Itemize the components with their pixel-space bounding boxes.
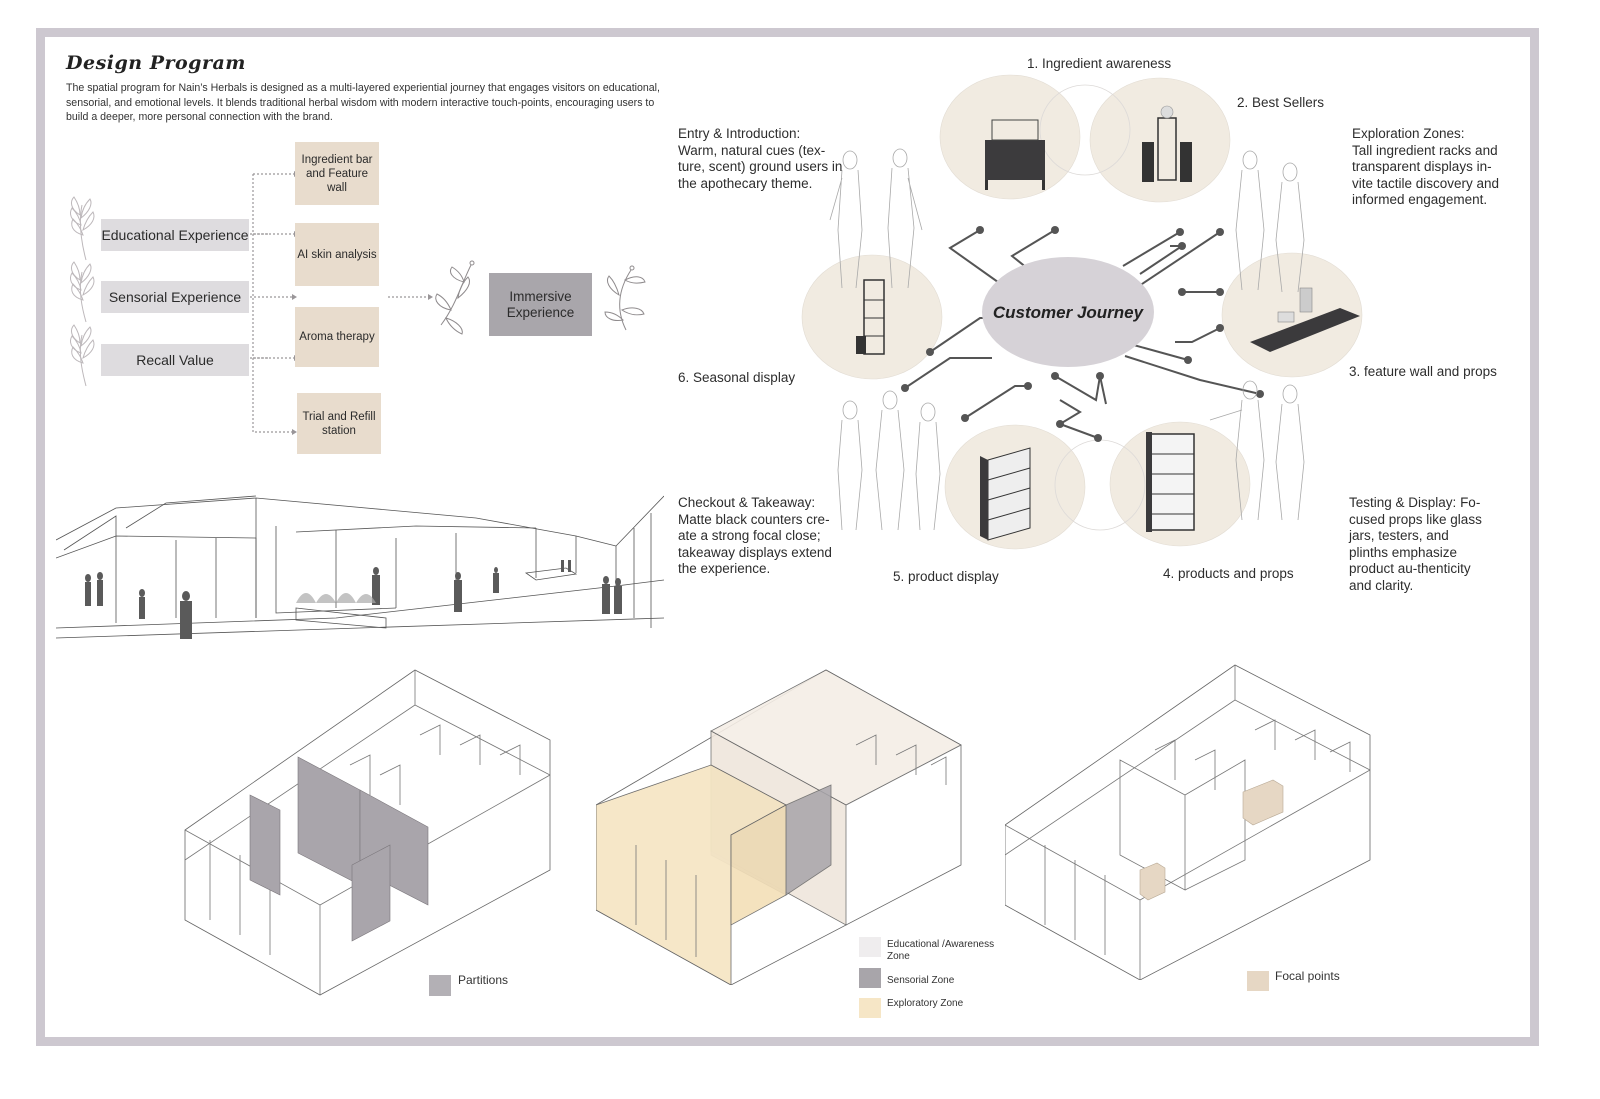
partition-panel bbox=[351, 844, 391, 942]
ingredient-counter-illustration bbox=[985, 119, 1045, 190]
station-label-1: 1. Ingredient awareness bbox=[1027, 56, 1172, 71]
customer-journey-center bbox=[982, 257, 1154, 367]
note-title: Exploration Zones: bbox=[1352, 126, 1465, 141]
note-body: Tall ingredient racks and transparent di… bbox=[1352, 142, 1500, 208]
experience-sensorial: Sensorial Experience bbox=[101, 281, 249, 313]
station-label-6: 6. Seasonal display bbox=[678, 370, 796, 385]
leaf-sprig-icon bbox=[70, 261, 95, 323]
immersive-label: Immersive Experience bbox=[506, 288, 575, 320]
note-testing-display: Testing & Display: Fo-cused props like g… bbox=[1349, 495, 1489, 594]
immersive-experience-box: Immersive Experience bbox=[489, 273, 592, 336]
feature-label: Aroma therapy bbox=[299, 331, 375, 343]
experience-recall: Recall Value bbox=[101, 344, 249, 376]
station-label-2: 2. Best Sellers bbox=[1237, 95, 1325, 110]
legend-label-sensorial: Sensorial Zone bbox=[887, 975, 955, 986]
legend-swatch-partitions bbox=[429, 975, 451, 996]
feature-ingredient-bar: Ingredient bar and Feature wall bbox=[295, 142, 379, 205]
product-cabinet-illustration bbox=[1146, 432, 1195, 532]
best-sellers-shelf-illustration bbox=[1142, 105, 1192, 182]
legend-label-partitions: Partitions bbox=[458, 973, 509, 987]
note-body: Fo-cused props like glass jars, testers,… bbox=[1349, 495, 1482, 593]
herb-branch-icon bbox=[435, 260, 475, 335]
legend-label-educational: Educational /Awareness Zone bbox=[887, 939, 995, 962]
people-sketch-icon bbox=[829, 148, 1305, 531]
focal-point-marker bbox=[1139, 862, 1166, 901]
experience-label: Recall Value bbox=[136, 352, 214, 368]
feature-label: AI skin analysis bbox=[297, 248, 377, 261]
seasonal-display-illustration bbox=[856, 279, 885, 355]
experience-label: Educational Experience bbox=[101, 227, 249, 243]
feature-ai-skin-analysis: AI skin analysis bbox=[295, 223, 379, 286]
note-title: Entry & Introduction: bbox=[678, 126, 801, 141]
design-program-title: Design Program bbox=[66, 52, 246, 74]
legend-swatch-educational bbox=[859, 937, 881, 957]
legend-swatch-exploratory bbox=[859, 998, 881, 1018]
feature-wall-platform-illustration bbox=[1250, 287, 1360, 352]
plan-zones bbox=[596, 669, 962, 985]
experience-educational: Educational Experience bbox=[101, 219, 249, 251]
partition-panel bbox=[249, 794, 281, 896]
design-program-intro: The spatial program for Nain’s Herbals i… bbox=[66, 82, 660, 123]
leaf-sprig-icon bbox=[70, 324, 95, 387]
feature-aroma-therapy: Aroma therapy bbox=[295, 307, 379, 367]
legend-label-exploratory: Exploratory Zone bbox=[887, 998, 964, 1009]
feature-label: Ingredient bar and Feature wall bbox=[301, 153, 373, 194]
experience-label: Sensorial Experience bbox=[108, 289, 242, 305]
flow-diagram-connectors bbox=[70, 171, 646, 435]
plan-focal-points bbox=[1005, 664, 1371, 980]
station-circle-2 bbox=[1089, 77, 1231, 203]
note-body: Matte black counters cre-ate a strong fo… bbox=[678, 511, 832, 577]
legend-swatch-sensorial bbox=[859, 968, 881, 988]
herb-branch-icon bbox=[604, 265, 646, 331]
customer-journey-center-label: Customer Journey bbox=[993, 303, 1145, 322]
note-checkout-takeaway: Checkout & Takeaway: Matte black counter… bbox=[678, 495, 838, 578]
note-entry-introduction: Entry & Introduction: Warm, natural cues… bbox=[678, 126, 844, 192]
feature-trial-refill: Trial and Refill station bbox=[297, 393, 381, 454]
note-body: Warm, natural cues (tex-ture, scent) gro… bbox=[678, 142, 843, 191]
legend-swatch-focal bbox=[1247, 971, 1269, 991]
focal-point-marker bbox=[1242, 779, 1284, 826]
leaf-sprig-icon bbox=[70, 196, 95, 261]
station-label-5: 5. product display bbox=[893, 569, 999, 584]
customer-journey-diagram: Customer Journey bbox=[801, 74, 1363, 550]
plan-partitions bbox=[184, 669, 551, 996]
note-title: Checkout & Takeaway: bbox=[678, 495, 816, 510]
station-circle-6 bbox=[801, 254, 943, 380]
note-exploration-zones: Exploration Zones: Tall ingredient racks… bbox=[1352, 126, 1512, 209]
station-label-4: 4. products and props bbox=[1163, 566, 1294, 581]
feature-label: Trial and Refill station bbox=[302, 410, 376, 437]
product-display-illustration bbox=[980, 447, 1031, 541]
station-label-3: 3. feature wall and props bbox=[1349, 364, 1497, 379]
street-perspective-sketch bbox=[56, 495, 664, 639]
legend-label-focal: Focal points bbox=[1275, 969, 1340, 983]
note-title: Testing & Display: bbox=[1349, 495, 1457, 510]
